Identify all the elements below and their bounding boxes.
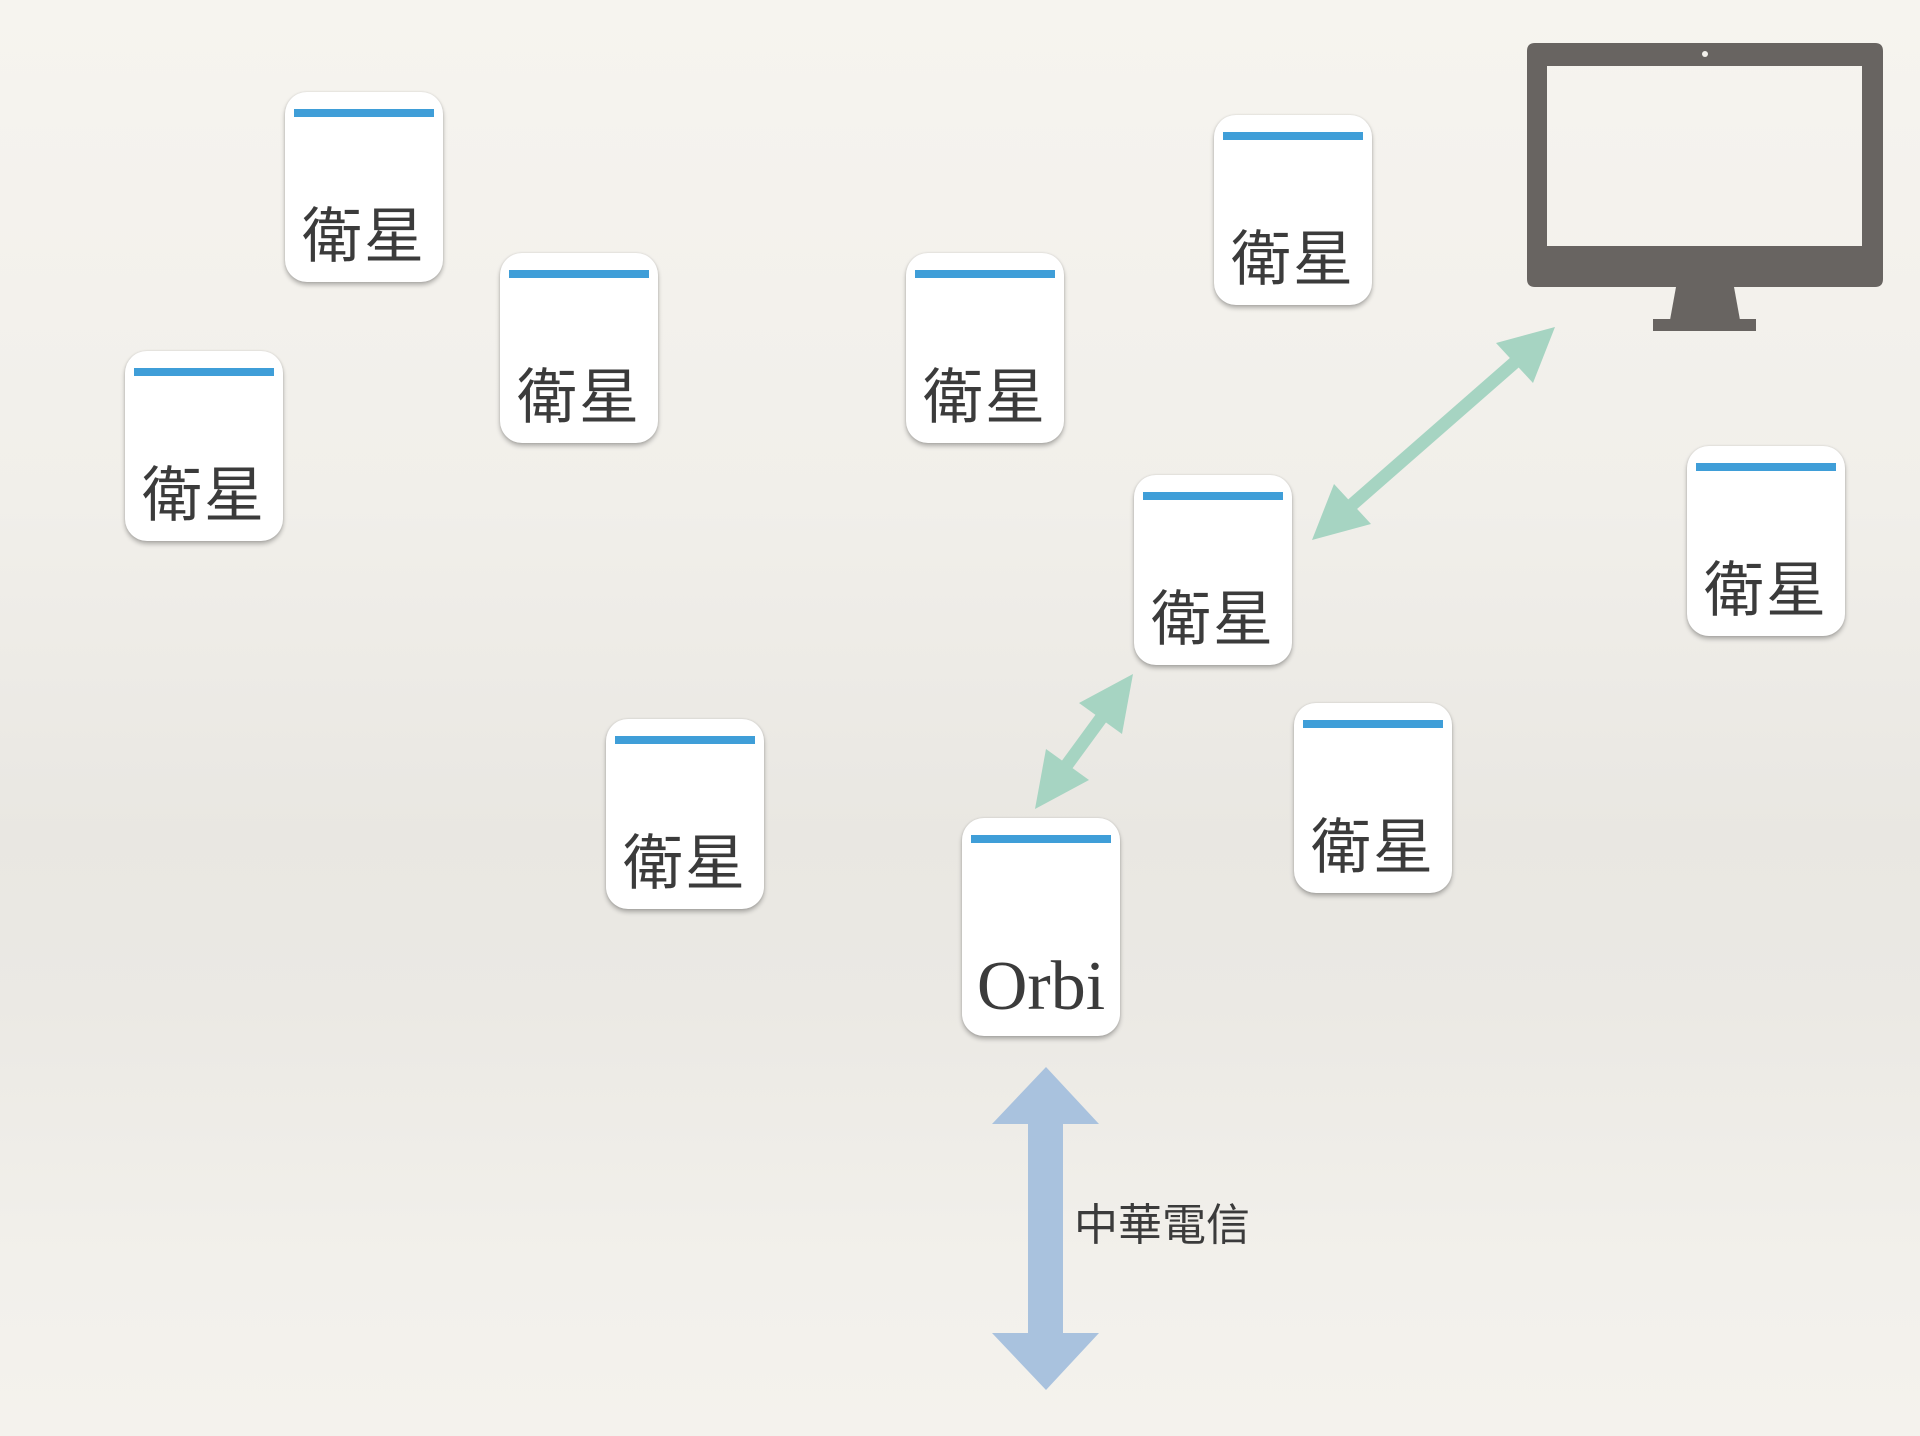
satellite-node-5: 衛星 (1214, 115, 1372, 305)
satellite-label: 衛星 (302, 202, 426, 272)
mesh-arrow-router (1035, 674, 1133, 809)
status-bar (294, 109, 434, 117)
satellite-label: 衛星 (623, 829, 747, 899)
status-bar (615, 736, 755, 744)
monitor-icon (1527, 43, 1883, 331)
isp-label: 中華電信 (1074, 1200, 1250, 1251)
satellite-label: 衛星 (142, 461, 266, 531)
status-bar (915, 270, 1055, 278)
satellite-label: 衛星 (1151, 585, 1275, 655)
satellite-label: 衛星 (1231, 225, 1355, 295)
status-bar (509, 270, 649, 278)
status-bar (971, 835, 1111, 843)
satellite-label: 衛星 (1704, 556, 1828, 626)
satellite-node-4: 衛星 (906, 253, 1064, 443)
status-bar (1143, 492, 1283, 500)
router-label: Orbi (976, 948, 1106, 1025)
mesh-arrow-client (1312, 327, 1555, 540)
status-bar (1223, 132, 1363, 140)
satellite-label: 衛星 (923, 363, 1047, 433)
satellite-node-9: 衛星 (1294, 703, 1452, 893)
status-bar (134, 368, 274, 376)
uplink-arrow (992, 1067, 1099, 1390)
satellite-node-8: 衛星 (606, 719, 764, 909)
satellite-node-7: 衛星 (1687, 446, 1845, 636)
orbi-router-node: Orbi (962, 818, 1120, 1036)
satellite-node-6: 衛星 (1134, 475, 1292, 665)
status-bar (1696, 463, 1836, 471)
status-bar (1303, 720, 1443, 728)
satellite-node-2: 衛星 (500, 253, 658, 443)
satellite-label: 衛星 (1311, 813, 1435, 883)
satellite-node-1: 衛星 (285, 92, 443, 282)
satellite-label: 衛星 (517, 363, 641, 433)
satellite-node-3: 衛星 (125, 351, 283, 541)
